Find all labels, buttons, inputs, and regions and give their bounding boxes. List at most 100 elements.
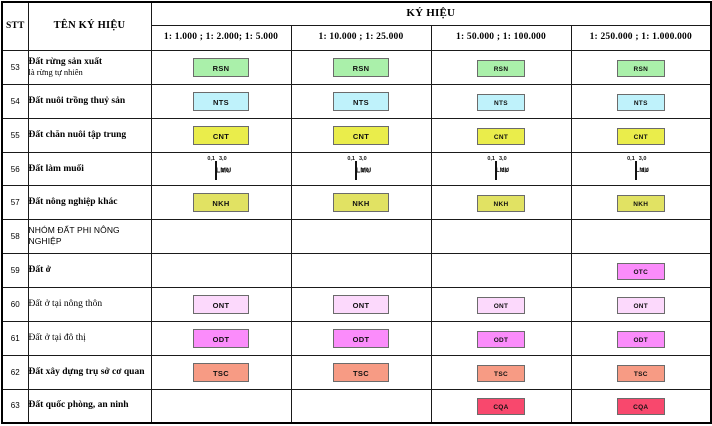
symbol-name-label: Đất nuôi trồng thuỷ sản [28,95,126,106]
symbol-cell: ONT [570,287,712,322]
symbol-cell [150,388,292,424]
grid-pattern: LMU [215,161,231,180]
dimension-label-side: 3,0 [501,168,509,174]
symbol-cell: NTS [150,83,292,119]
row-index-cell: 57 [1,185,29,221]
symbol-cell: RSN [430,50,572,85]
symbol-swatch: ONT [193,294,249,314]
row-index-cell: 62 [1,354,29,390]
row-index-cell: 54 [1,83,29,119]
symbol-swatch: ODT [193,328,249,348]
dimension-label-top-right: 0,1 [347,156,355,162]
row-index-cell: 53 [1,50,29,85]
symbol-name-cell: Đất làm muối [27,151,152,187]
dimension-label-top-left: 3,0 [219,156,227,162]
symbol-swatch: ONT [616,296,665,314]
symbol-name-cell: Đất nuôi trồng thuỷ sản [27,83,152,119]
dimension-label-top-right: 0,1 [487,156,495,162]
grid-pattern: LMU [355,161,371,180]
symbol-swatch: RSN [477,59,525,77]
symbol-cell: CNT [290,117,432,153]
row-index-cell: 60 [1,287,29,322]
symbol-cell: RSN [150,50,292,85]
symbol-cell: CNT [150,117,292,153]
symbol-name-label: Đất rừng sản xuất [28,57,103,68]
symbol-swatch: RSN [333,57,389,77]
symbol-cell: NTS [290,83,432,119]
row-index-cell: 55 [1,117,29,153]
symbol-swatch: ODT [333,328,389,348]
symbol-name-label: NHÓM ĐẤT PHI NÔNG NGHIỆP [28,224,120,246]
symbol-cell: ONT [430,287,572,322]
symbol-cell: RSN [290,50,432,85]
symbol-cell: ONT [290,287,432,322]
row-index-cell: 58 [1,219,29,255]
dimension-label-top-right: 0,1 [207,156,215,162]
symbol-cell [290,219,432,255]
symbol-cell [430,253,572,289]
symbol-name-cell: Đất ở tại nông thôn [27,287,152,322]
symbol-cell [290,253,432,289]
symbol-name-label: Đất chăn nuôi tập trung [28,129,127,140]
symbol-swatch: CNT [616,127,665,145]
symbol-cell: ODT [430,320,572,356]
symbol-cell: CQA [430,388,572,424]
symbol-name-label: Đất ở tại nông thôn [28,298,103,309]
symbol-cell: ONT [150,287,292,322]
symbol-swatch: TSC [333,362,389,382]
symbol-cell [150,253,292,289]
dimension-label-top-left: 3,0 [359,156,367,162]
symbol-swatch: NKH [193,193,249,213]
symbol-swatch: CNT [333,125,389,145]
symbol-cell: CQA [570,388,712,424]
dimension-label-side: 3,0 [221,168,229,174]
symbol-swatch: CQA [616,398,665,416]
symbol-swatch: TSC [477,364,525,382]
symbol-name-cell: Đất chăn nuôi tập trung [27,117,152,153]
symbol-swatch: NKH [477,195,525,213]
header-scale-2: 1: 10.000 ; 1: 25.000 [290,25,432,51]
grid-pattern: LMU [634,161,649,180]
grid-pattern: LMU [495,161,509,180]
symbol-name-subtitle: là rừng tự nhiên [28,67,83,77]
symbol-name-label: Đất ở [28,265,51,276]
symbol-cell: TSC [150,354,292,390]
symbol-swatch: NKH [333,193,389,213]
symbol-swatch: ODT [616,330,665,348]
symbol-cell [290,388,432,424]
symbol-swatch: OTC [616,263,665,281]
dimension-label-side: 3,0 [361,168,369,174]
symbol-cell: RSN [570,50,712,85]
symbol-swatch: TSC [193,362,249,382]
symbol-cell [430,219,572,255]
symbol-swatch: NTS [193,91,249,111]
symbol-cell: ODT [570,320,712,356]
symbol-swatch: RSN [193,57,249,77]
symbol-name-cell: Đất ở tại đô thị [27,320,152,356]
header-stt: STT [1,1,29,51]
header-symbol-name: TÊN KÝ HIỆU [27,1,152,51]
row-index-cell: 59 [1,253,29,289]
symbol-swatch: NTS [616,93,665,111]
symbol-swatch: RSN [616,59,665,77]
symbol-name-cell: Đất xây dựng trụ sở cơ quan [27,354,152,390]
symbol-name-label: Đất ở tại đô thị [28,332,86,343]
symbol-cell: NKH [570,185,712,221]
row-index-cell: 63 [1,388,29,424]
symbol-cell: NTS [570,83,712,119]
table-header: STT TÊN KÝ HIỆU KÝ HIỆU 1: 1.000 ; 1: 2.… [1,1,712,51]
dimension-label-side: 3,0 [641,168,649,174]
symbol-swatch: ODT [477,330,525,348]
